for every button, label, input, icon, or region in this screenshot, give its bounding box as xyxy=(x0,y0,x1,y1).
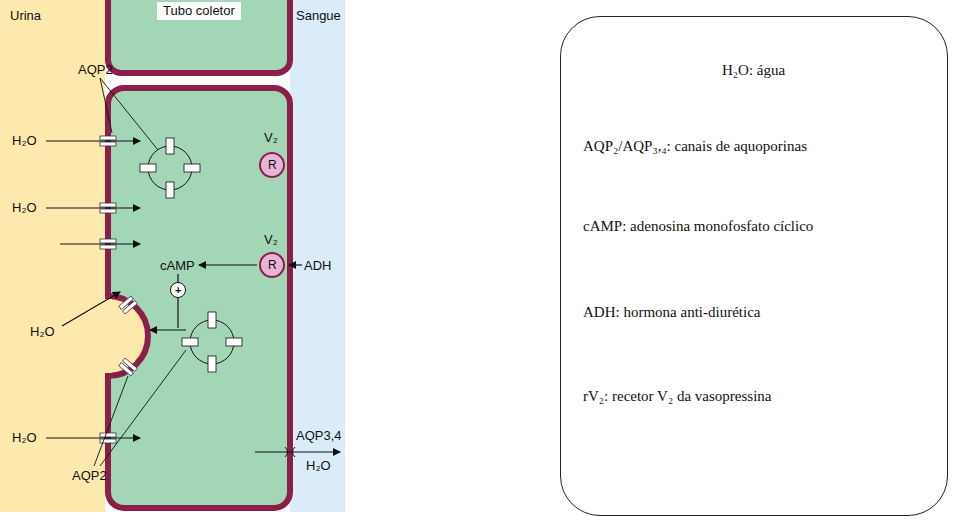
collecting-duct-cell: Tubo coletor xyxy=(105,0,293,76)
membrane-channels xyxy=(100,136,137,443)
abbreviation-box: H₂O: águaAQP₂/AQP₃,₄: canais de aquopori… xyxy=(560,16,948,516)
vesicle-pocket xyxy=(108,296,148,376)
molecule-name: H₂O xyxy=(30,324,55,339)
node-label: Urina xyxy=(10,8,41,24)
vesicle-opening xyxy=(102,299,112,373)
molecule-name: H₂O xyxy=(306,458,331,473)
stimulation-sign: + xyxy=(175,285,181,296)
molecule-name: H₂O xyxy=(12,200,37,215)
molecule-name: H₂O xyxy=(12,430,37,445)
node-label: Tubo coletor xyxy=(157,2,241,20)
node-label: Sangue xyxy=(296,8,341,24)
molecule-name: cAMP xyxy=(160,258,195,273)
v2-receptor: R xyxy=(259,252,285,278)
cell-body xyxy=(108,88,290,508)
node-label: R xyxy=(268,158,277,172)
hormone-name: ADH xyxy=(304,258,331,273)
part-name: AQP2 xyxy=(72,468,107,483)
aquaporin-cluster xyxy=(140,138,200,198)
part-name: AQP2 xyxy=(78,62,113,77)
node-label: R xyxy=(268,258,277,272)
receptor-name: V₂ xyxy=(264,130,278,145)
leader-lines xyxy=(94,78,186,466)
abbreviation-text: AQP₂/AQP₃,₄: canais de aquoporinas xyxy=(583,137,807,155)
v2-receptor: R xyxy=(259,152,285,178)
stimulation-symbol xyxy=(171,283,186,298)
molecule-name: H₂O xyxy=(12,133,37,148)
blood-region: Sangue xyxy=(290,0,345,512)
abbreviation-text: H₂O: água xyxy=(722,61,785,79)
part-name: AQP3,4 xyxy=(296,428,342,443)
abbreviation-text: rV₂: recetor V₂ da vasopressina xyxy=(583,387,771,405)
abbreviation-text: cAMP: adenosina monofosfato cíclico xyxy=(583,217,813,235)
water-flow-arrows xyxy=(46,141,340,452)
aquaporin-cluster xyxy=(182,312,242,372)
urine-region: Urina xyxy=(0,0,105,512)
receptor-name: V₂ xyxy=(264,232,278,247)
abbreviation-text: ADH: hormona anti-diurética xyxy=(583,303,760,321)
signal-arrows xyxy=(150,265,302,330)
